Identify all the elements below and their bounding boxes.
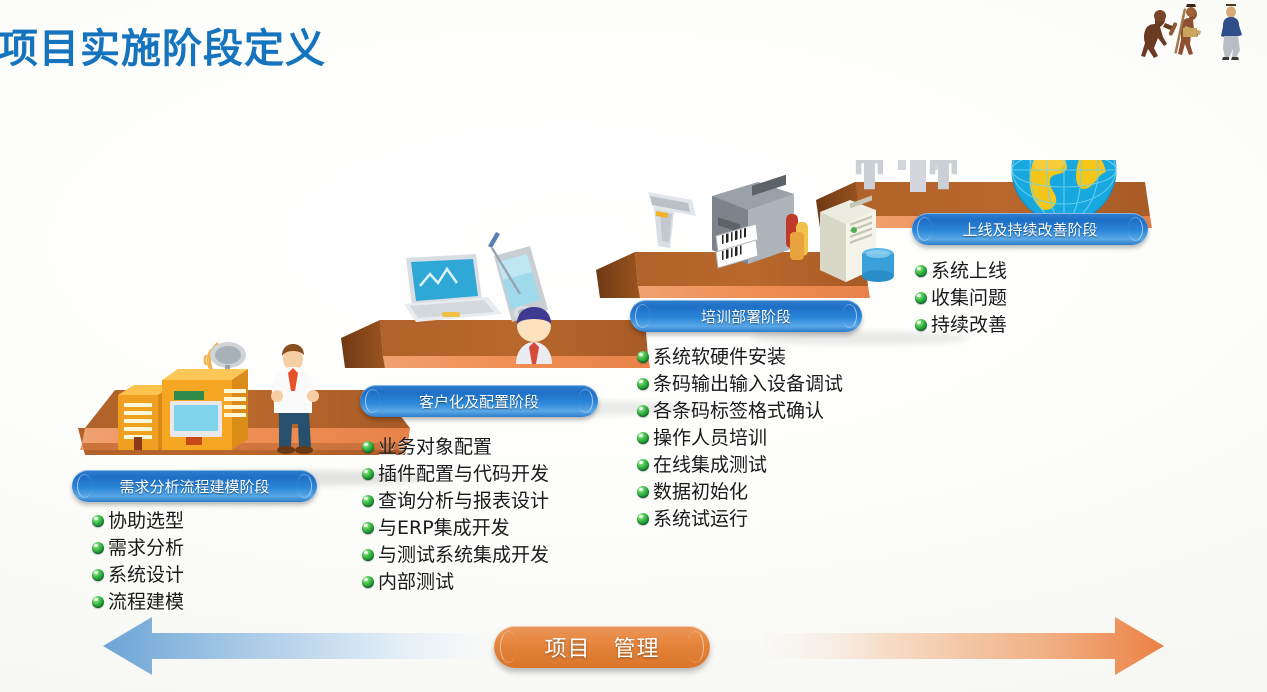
list-item: 系统试运行 [637,506,843,532]
bullet-gem-icon [637,459,649,471]
list-item: 持续改善 [915,312,1007,338]
list-item-label: 内部测试 [378,571,455,593]
list-item-label: 与测试系统集成开发 [378,544,550,566]
list-item-label: 条码输出输入设备调试 [653,373,844,395]
list-item: 流程建模 [92,589,184,615]
left-arrow-icon [103,617,500,675]
list-item-label: 持续改善 [931,314,1008,336]
bullet-gem-icon [915,319,927,331]
page-title: 项目实施阶段定义 [0,26,326,72]
modern-man-figure [1221,4,1242,60]
human-evolution-icon [1133,2,1253,64]
list-item-label: 操作人员培训 [653,427,768,449]
list-item: 操作人员培训 [637,425,843,451]
bullet-gem-icon [637,432,649,444]
stage-4-icons [855,160,1117,223]
bullet-gem-icon [915,265,927,277]
stage-2-bullets: 业务对象配置插件配置与代码开发查询分析与报表设计与ERP集成开发与测试系统集成开… [362,434,549,596]
list-item: 业务对象配置 [362,434,549,460]
bullet-gem-icon [92,596,104,608]
list-item: 查询分析与报表设计 [362,488,549,514]
list-item-label: 流程建模 [108,591,185,613]
stage-1-icons [118,342,319,454]
list-item-label: 协助选型 [108,510,185,532]
list-item-label: 系统设计 [108,564,185,586]
list-item: 插件配置与代码开发 [362,461,549,487]
bullet-gem-icon [92,515,104,527]
stage-3-icons [648,174,894,282]
list-item-label: 系统试运行 [653,508,749,530]
list-item-label: 查询分析与报表设计 [378,490,550,512]
step-2-platform [341,320,650,368]
stage-4-label[interactable]: 上线及持续改善阶段 [912,213,1148,245]
bullet-gem-icon [92,542,104,554]
stage-1-label[interactable]: 需求分析流程建模阶段 [72,470,317,502]
list-item-label: 业务对象配置 [378,436,493,458]
ape-man-figure [1141,10,1178,58]
list-item-label: 插件配置与代码开发 [378,463,550,485]
right-arrow-icon [765,617,1164,675]
list-item: 数据初始化 [637,479,843,505]
footer-arrows [0,600,1267,692]
list-item-label: 各条码标签格式确认 [653,400,825,422]
bullet-gem-icon [637,486,649,498]
stage-3-bullets: 系统软硬件安装条码输出输入设备调试各条码标签格式确认操作人员培训在线集成测试数据… [637,344,843,533]
bullet-gem-icon [915,292,927,304]
list-item: 与测试系统集成开发 [362,542,549,568]
list-item: 条码输出输入设备调试 [637,371,843,397]
list-item: 各条码标签格式确认 [637,398,843,424]
list-item-label: 在线集成测试 [653,454,768,476]
bullet-gem-icon [637,378,649,390]
bullet-gem-icon [362,549,374,561]
stage-2-label[interactable]: 客户化及配置阶段 [360,385,598,417]
bullet-gem-icon [637,405,649,417]
stage-2-icons [404,232,552,364]
tribal-man-figure [1174,4,1201,55]
list-item: 协助选型 [92,508,184,534]
staircase-graphic [60,160,1190,490]
list-item-label: 数据初始化 [653,481,749,503]
person-small-right [929,160,958,190]
bullet-gem-icon [637,513,649,525]
step-3-platform [596,252,870,298]
bullet-gem-icon [362,468,374,480]
list-item-label: 需求分析 [108,537,185,559]
bullet-gem-icon [362,576,374,588]
person-small-left [855,160,884,190]
list-item: 收集问题 [915,285,1007,311]
list-item: 系统设计 [92,562,184,588]
list-item-label: 与ERP集成开发 [378,517,510,539]
list-item-label: 收集问题 [931,287,1008,309]
list-item-label: 系统上线 [931,260,1008,282]
list-item: 系统上线 [915,258,1007,284]
list-item: 在线集成测试 [637,452,843,478]
stage-3-label[interactable]: 培训部署阶段 [630,300,862,332]
bullet-gem-icon [362,522,374,534]
person-large [898,160,938,192]
list-item: 需求分析 [92,535,184,561]
project-management-pill[interactable]: 项目 管理 [494,626,710,668]
bullet-gem-icon [362,495,374,507]
bullet-gem-icon [362,441,374,453]
list-item: 与ERP集成开发 [362,515,549,541]
stage-1-bullets: 协助选型需求分析系统设计流程建模 [92,508,184,616]
list-item: 内部测试 [362,569,549,595]
globe-icon [1011,160,1117,223]
bullet-gem-icon [92,569,104,581]
list-item: 系统软硬件安装 [637,344,843,370]
list-item-label: 系统软硬件安装 [653,346,787,368]
stage-4-bullets: 系统上线收集问题持续改善 [915,258,1007,339]
bullet-gem-icon [637,351,649,363]
